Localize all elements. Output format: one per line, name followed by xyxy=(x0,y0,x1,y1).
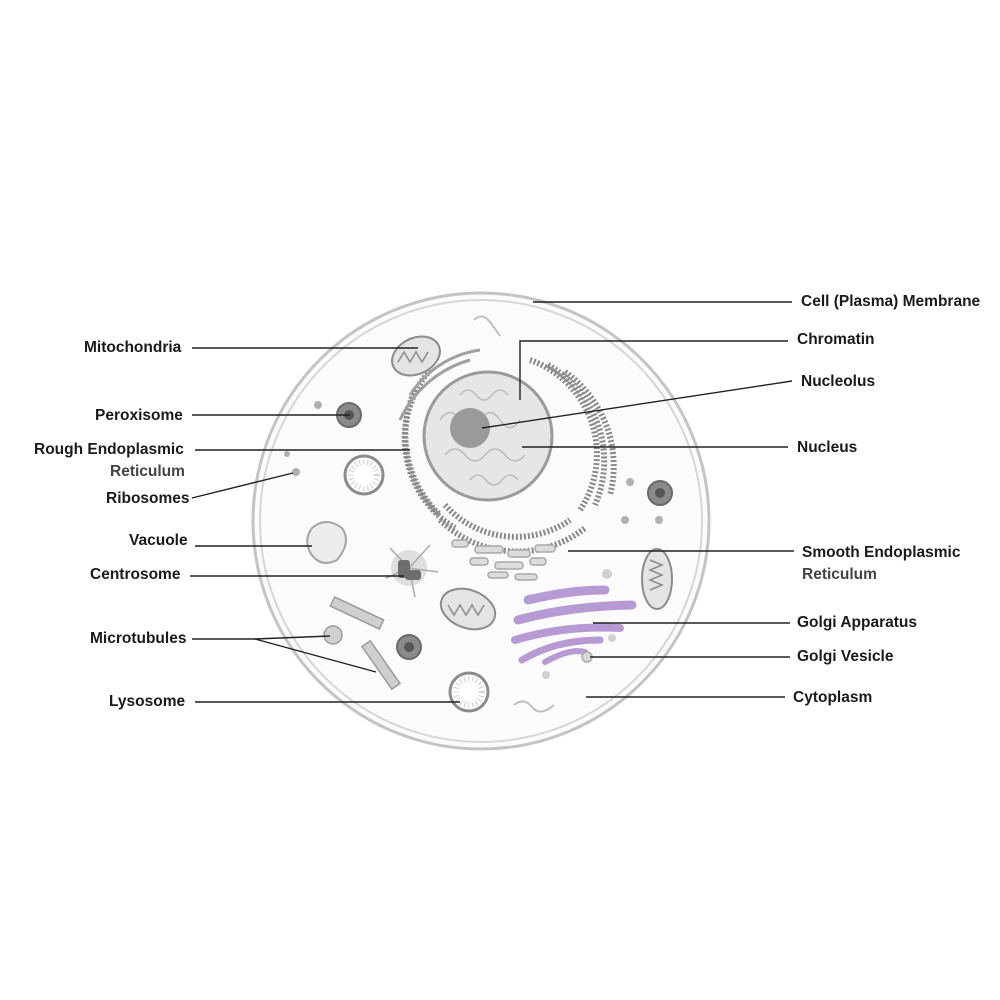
leader-lines xyxy=(190,301,794,703)
label-rough-er: Rough Endoplasmic Reticulum xyxy=(34,441,185,481)
centrosome xyxy=(385,544,439,598)
label-rough-er-line2: Reticulum xyxy=(110,463,185,480)
filaments xyxy=(473,315,555,713)
cell-membrane xyxy=(251,291,711,751)
nucleolus xyxy=(450,408,490,448)
label-peroxisome: Peroxisome xyxy=(95,407,183,424)
label-golgi-vesicle: Golgi Vesicle xyxy=(797,648,894,665)
label-smooth-er-line1: Smooth Endoplasmic xyxy=(802,544,961,561)
label-mitochondria: Mitochondria xyxy=(84,339,182,356)
label-lysosome: Lysosome xyxy=(109,693,186,710)
label-chromatin: Chromatin xyxy=(797,331,875,348)
microtubules xyxy=(323,596,402,691)
smooth-er xyxy=(451,539,556,581)
label-nucleolus: Nucleolus xyxy=(801,373,876,390)
label-nucleus: Nucleus xyxy=(797,439,858,456)
label-smooth-er-line2: Reticulum xyxy=(802,566,877,583)
vacuole xyxy=(306,521,347,564)
rough-er-inner xyxy=(398,348,481,421)
label-microtubules: Microtubules xyxy=(90,630,187,647)
golgi-apparatus xyxy=(511,585,637,665)
label-cytoplasm: Cytoplasm xyxy=(793,689,873,706)
label-ribosomes: Ribosomes xyxy=(106,490,190,507)
label-rough-er-line1: Rough Endoplasmic xyxy=(34,441,184,458)
label-golgi-apparatus: Golgi Apparatus xyxy=(797,614,917,631)
label-centrosome: Centrosome xyxy=(90,566,181,583)
label-cell-membrane: Cell (Plasma) Membrane xyxy=(801,293,981,310)
label-vacuole: Vacuole xyxy=(129,532,188,549)
label-smooth-er: Smooth Endoplasmic Reticulum xyxy=(802,544,960,584)
mitochondria xyxy=(391,335,673,631)
